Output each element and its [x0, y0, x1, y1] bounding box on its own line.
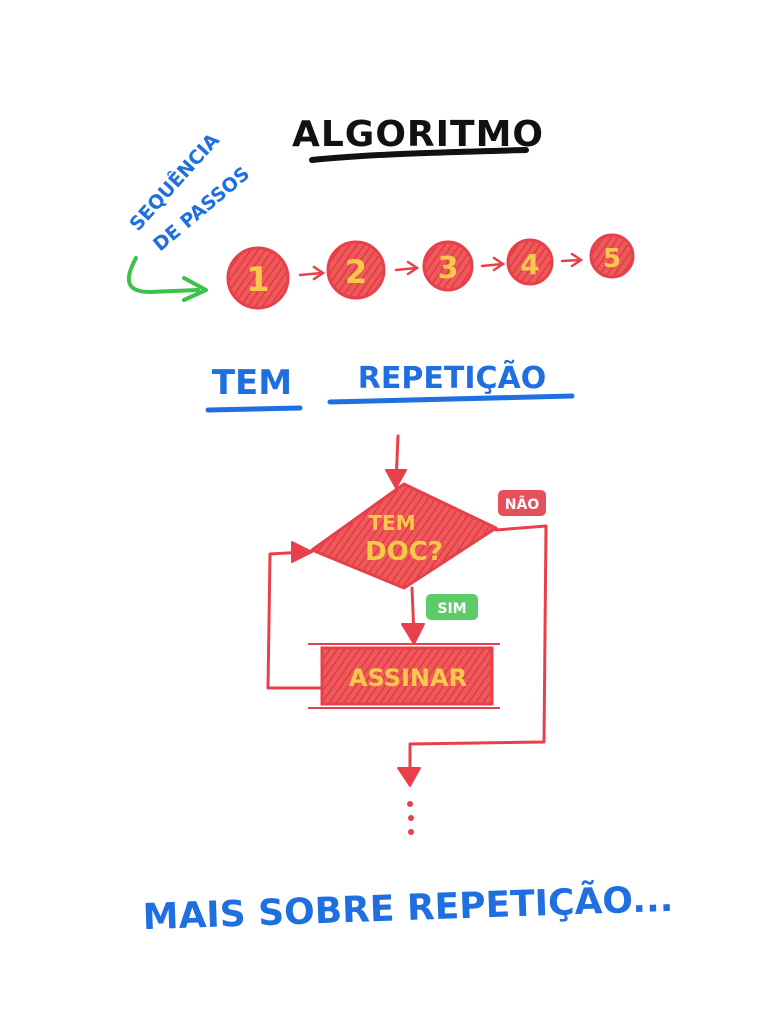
decision-line2: DOC?	[365, 537, 443, 567]
step-circle: 3	[422, 240, 474, 292]
step-label: 5	[603, 244, 621, 274]
step-arrow	[298, 265, 326, 281]
step-label: 4	[520, 248, 539, 281]
step-circle: 4	[506, 238, 554, 286]
yes-arrowhead	[401, 623, 425, 645]
step-circle: 5	[589, 233, 635, 279]
no-badge: NÃO	[498, 490, 546, 516]
step-label: 2	[345, 253, 367, 291]
annotation-arrow	[126, 256, 200, 295]
yes-label: SIM	[437, 601, 466, 617]
step-label: 3	[438, 251, 459, 286]
subtitle-word1: TEM	[212, 363, 292, 403]
step-circle: 1	[226, 246, 290, 310]
title-underline	[309, 147, 529, 163]
steps-group: 1 2 3 4 5	[226, 233, 635, 310]
no-label: NÃO	[505, 496, 540, 513]
entry-arrowhead	[385, 469, 407, 489]
no-path-arrowhead	[397, 767, 421, 787]
step-arrow	[480, 256, 506, 272]
subtitle-underline-2	[327, 393, 575, 405]
subtitle-underline-1	[205, 405, 303, 413]
decision-diamond: TEM DOC?	[310, 482, 498, 590]
continuation-dots	[407, 801, 414, 835]
yes-badge: SIM	[426, 594, 478, 620]
subtitle-word2: REPETIÇÃO	[358, 359, 546, 396]
footer-text: MAIS SOBRE REPETIÇÃO...	[142, 878, 674, 938]
step-arrow	[560, 252, 584, 268]
decision-line1: TEM	[368, 511, 415, 535]
process-label: ASSINAR	[349, 664, 467, 692]
loop-path	[266, 550, 324, 690]
flowchart: TEM DOC? NÃO SIM ASSINAR	[266, 434, 548, 835]
annotation-arrowhead	[182, 276, 208, 302]
no-path	[408, 524, 548, 780]
subtitle-group: TEM REPETIÇÃO	[205, 359, 575, 413]
loop-arrowhead	[291, 541, 313, 563]
step-label: 1	[246, 260, 270, 300]
title-group: ALGORITMO	[292, 114, 543, 163]
step-arrow	[394, 260, 420, 276]
process-box: ASSINAR	[308, 643, 500, 709]
step-circle: 2	[326, 240, 386, 300]
